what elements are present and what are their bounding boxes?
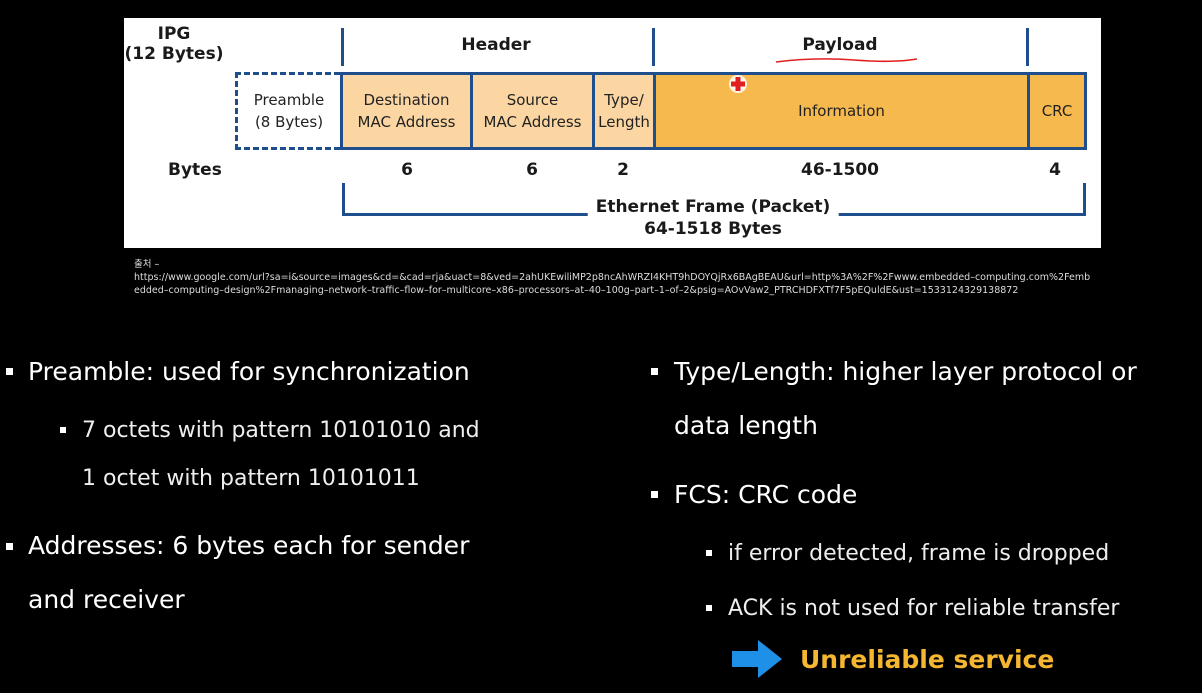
type-bytes: 2	[617, 160, 629, 180]
ethernet-frame-diagram: IPG (12 Bytes) Header Payload Preamble (…	[124, 18, 1101, 248]
bullet-marker	[651, 491, 658, 498]
fcs-bullet: FCS: CRC code	[674, 480, 858, 509]
frame-fields: Destination MAC Address Source MAC Addre…	[340, 72, 1087, 150]
bytes-label: Bytes	[168, 160, 222, 180]
red-underline-annotation	[775, 58, 918, 63]
type-length-bullet-1: Type/Length: higher layer protocol or	[674, 357, 1137, 386]
bullet-marker	[651, 368, 658, 375]
header-start-tick	[341, 28, 344, 66]
addresses-bullet-1: Addresses: 6 bytes each for sender	[28, 531, 470, 560]
type-length-field: Type/ Length	[595, 75, 656, 147]
fcs-sub-bullet-2: ACK is not used for reliable transfer	[728, 596, 1120, 621]
red-cross-marker	[729, 75, 747, 93]
source-bytes: 6	[526, 160, 538, 180]
preamble-bullet: Preamble: used for synchronization	[28, 357, 470, 386]
preamble-field: Preamble (8 Bytes)	[235, 72, 340, 150]
payload-end-tick	[1026, 28, 1029, 66]
header-end-tick	[652, 28, 655, 66]
destination-bytes: 6	[401, 160, 413, 180]
type-length-bullet-2: data length	[674, 411, 818, 440]
ethernet-frame-label: Ethernet Frame (Packet) 64-1518 Bytes	[587, 196, 839, 240]
source-mac-field: Source MAC Address	[473, 75, 595, 147]
preamble-sub-bullet-1: 7 octets with pattern 10101010 and	[82, 418, 480, 443]
destination-mac-field: Destination MAC Address	[343, 75, 473, 147]
sub-bullet-marker	[706, 605, 712, 611]
crc-field: CRC	[1030, 75, 1084, 147]
bullet-marker	[6, 368, 13, 375]
information-bytes: 46-1500	[800, 160, 880, 180]
right-arrow-icon	[732, 640, 782, 678]
unreliable-service-callout: Unreliable service	[732, 640, 1054, 678]
sub-bullet-marker	[706, 550, 712, 556]
bullet-marker	[6, 543, 13, 550]
sub-bullet-marker	[60, 427, 66, 433]
ipg-label: IPG (12 Bytes)	[124, 24, 224, 64]
addresses-bullet-2: and receiver	[28, 585, 185, 614]
unreliable-service-text: Unreliable service	[800, 644, 1055, 674]
payload-label: Payload	[802, 35, 878, 55]
fcs-sub-bullet-1: if error detected, frame is dropped	[728, 541, 1110, 566]
header-label: Header	[461, 35, 531, 55]
information-field: Information	[656, 75, 1030, 147]
crc-bytes: 4	[1049, 160, 1061, 180]
source-citation: 출처 – https://www.google.com/url?sa=i&sou…	[134, 259, 1091, 296]
preamble-sub-bullet-2: 1 octet with pattern 10101011	[82, 466, 420, 491]
